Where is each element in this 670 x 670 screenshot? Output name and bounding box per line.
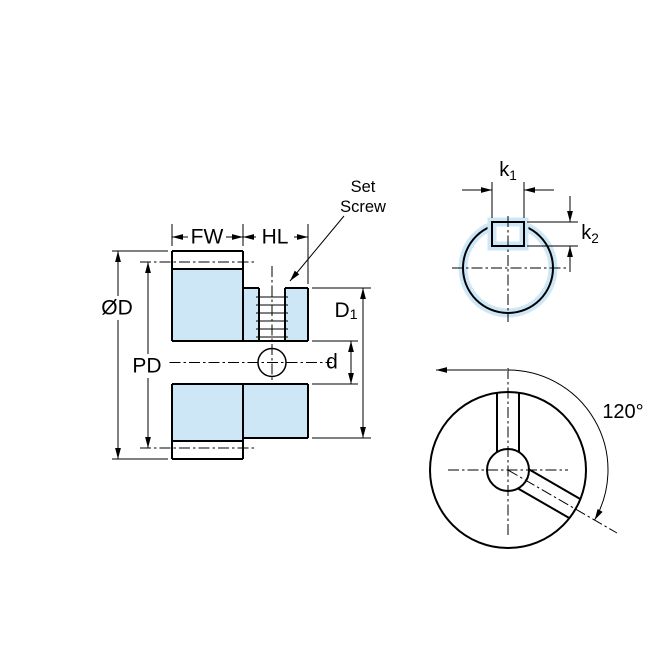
label-keyway-width: k1	[499, 159, 517, 183]
label-set-screw-line1: Set	[351, 178, 376, 196]
label-bore: d	[326, 351, 338, 374]
label-face-width: FW	[191, 226, 224, 249]
cross-section-view: FW HL Set Screw ØD PD D1 d	[94, 178, 386, 460]
label-bg-fw	[188, 226, 226, 248]
angle-dim-arc	[507, 369, 609, 521]
label-outside-diameter: ØD	[101, 297, 133, 320]
keyway-extension-lines	[491, 182, 578, 247]
gear-outline	[171, 250, 309, 460]
end-view-centerlines	[448, 368, 618, 535]
label-bg-od	[94, 296, 140, 320]
label-hub-diameter: D1	[334, 299, 357, 324]
label-bg-pd	[126, 354, 168, 378]
label-hub-length: HL	[262, 226, 289, 249]
label-set-screw-line2: Screw	[340, 198, 386, 216]
label-keyway-depth: k2	[581, 222, 599, 246]
set-screw-slot-top	[496, 392, 520, 453]
label-pitch-diameter: PD	[132, 355, 161, 378]
end-view: 120°	[429, 367, 644, 549]
label-bg-hl	[256, 226, 294, 248]
set-screw-leader	[289, 215, 345, 282]
set-screw-slot-120	[517, 468, 581, 519]
shaft-keyway-view: k1 k2	[452, 159, 599, 322]
label-set-screw-angle: 120°	[602, 401, 643, 423]
keyway-view-centerlines	[452, 216, 566, 322]
